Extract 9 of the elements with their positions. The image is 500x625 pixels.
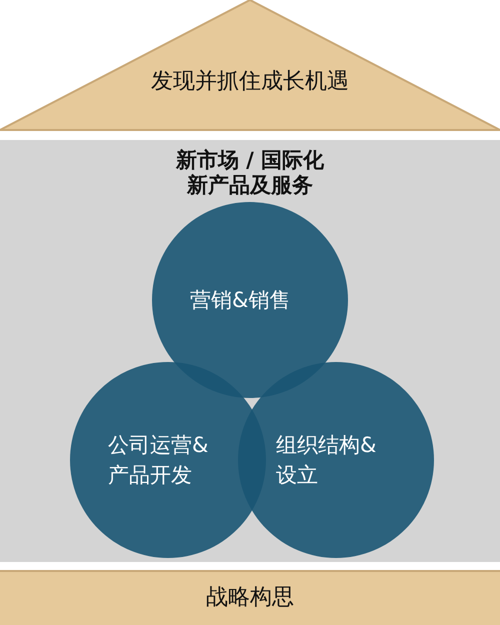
label-text: 营销&销售	[190, 287, 292, 314]
roof-triangle	[0, 0, 500, 132]
heading-text: 新市场 / 国际化新产品及服务	[174, 148, 326, 198]
label-text: 组织结构&设立	[276, 432, 378, 489]
foundation-bar	[0, 570, 500, 625]
label-text: 战略构思	[206, 584, 294, 612]
label-text: 发现并抓住成长机遇	[151, 68, 349, 96]
wall-panel	[0, 140, 500, 562]
label-text: 公司运营&产品开发	[108, 432, 210, 489]
